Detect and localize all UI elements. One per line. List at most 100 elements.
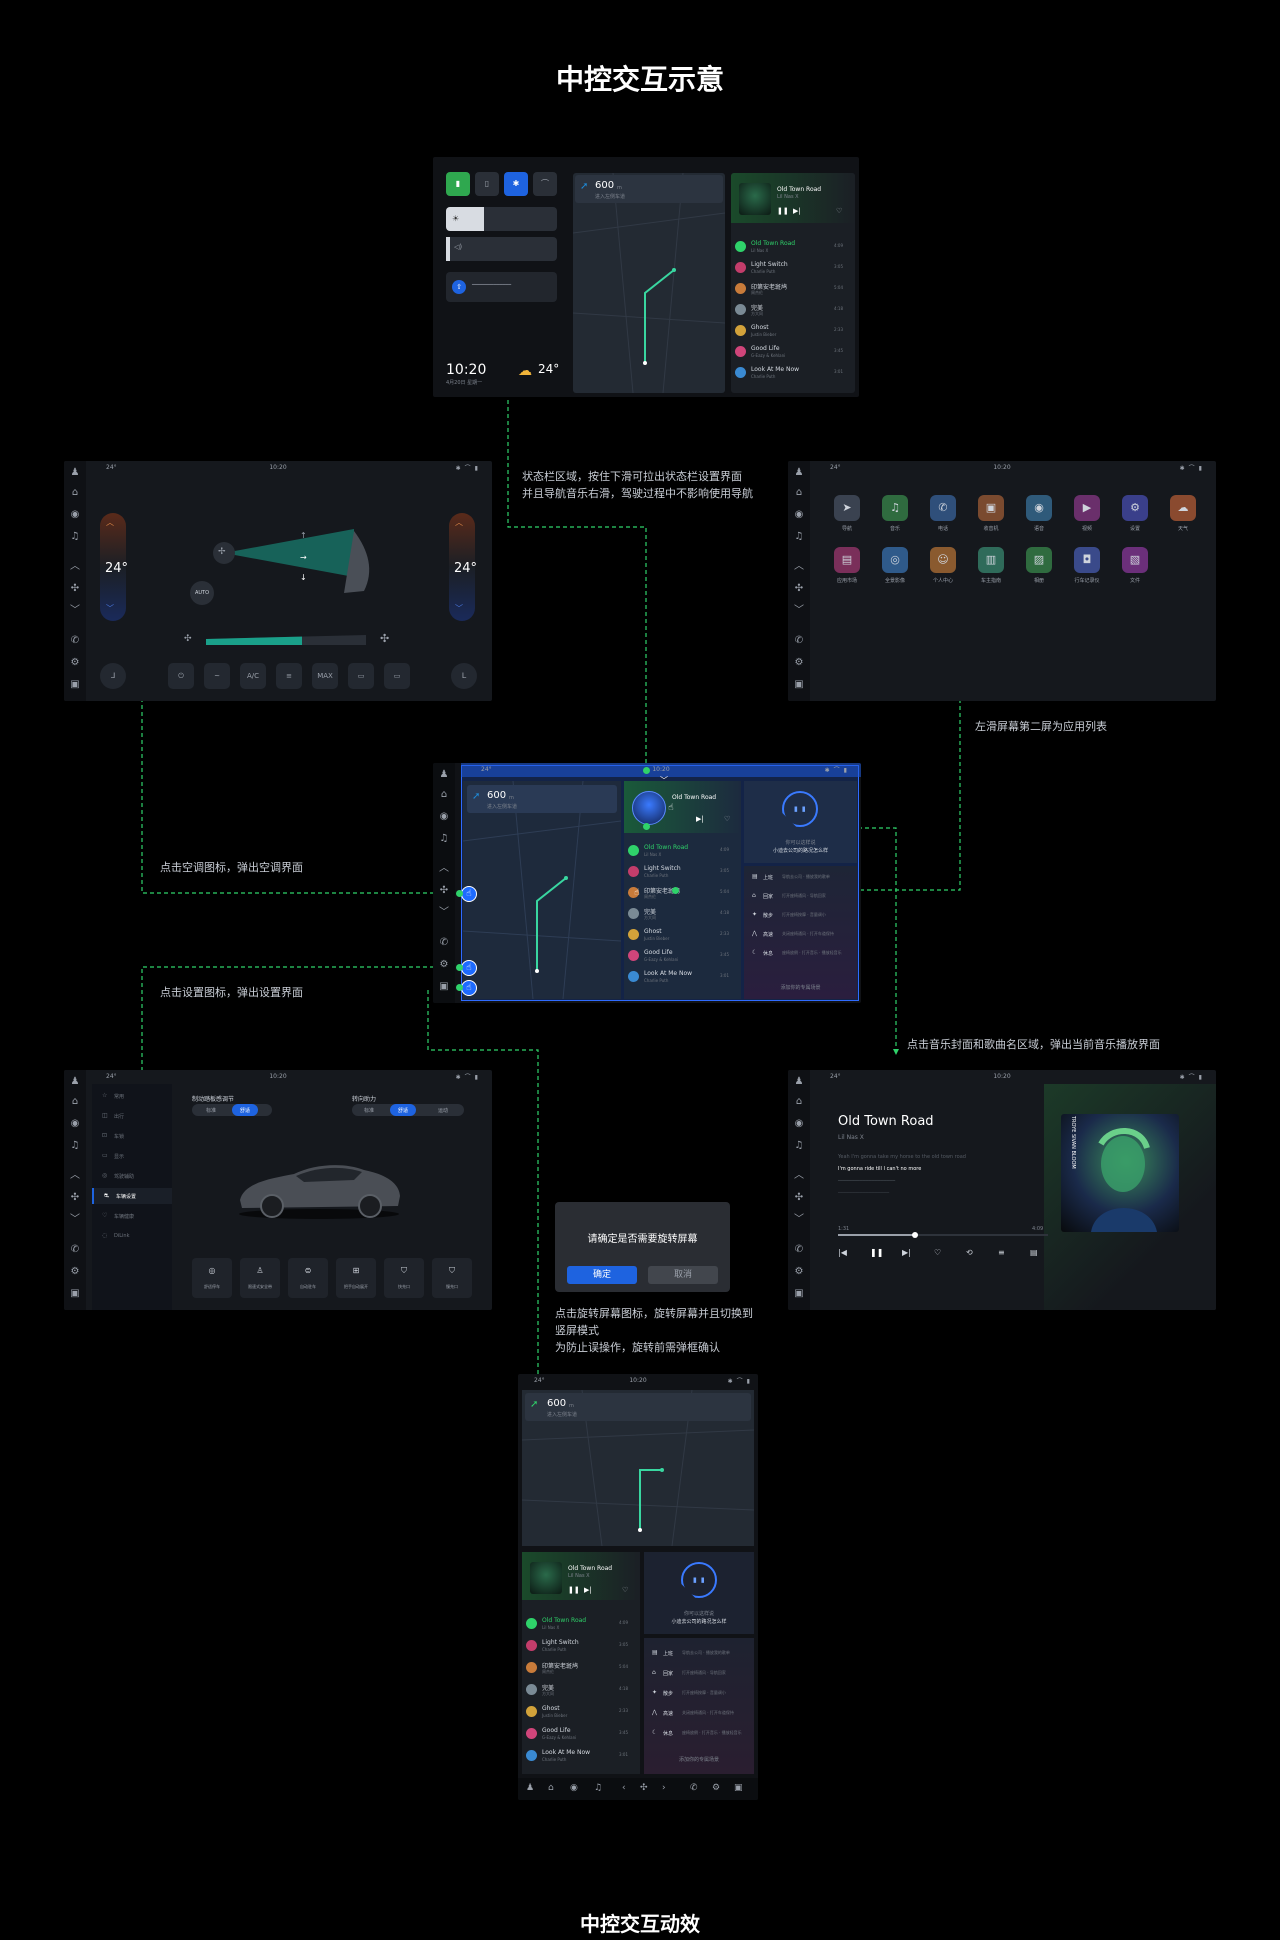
avatar[interactable]: ♟ xyxy=(439,769,449,780)
map-view[interactable]: ➚ 600 m 进入左侧车道 xyxy=(522,1390,754,1546)
pause-icon[interactable]: ❚❚ xyxy=(777,207,789,215)
voice-assistant-card[interactable]: ▮▮ 你可以这样说 小迪去公司的路况怎么样 xyxy=(644,1552,754,1634)
home-icon[interactable]: ⌂ xyxy=(71,487,79,498)
screen-button[interactable]: ▭ xyxy=(384,663,410,689)
nav-card[interactable]: ➚ 600 m 进入左侧车道 xyxy=(525,1393,751,1421)
scene-item[interactable]: ⌂回家打开座椅通风 · 导航回家 xyxy=(652,1668,758,1682)
temp-down-right-icon[interactable]: ﹀ xyxy=(455,604,463,613)
airflow-up-icon[interactable]: ↑ xyxy=(300,531,307,540)
album-cover[interactable] xyxy=(530,1562,562,1594)
phone-icon[interactable]: ✆ xyxy=(794,1244,804,1255)
app-icon-7[interactable]: ⚙ xyxy=(1122,495,1148,521)
app-icon-4[interactable]: ▣ xyxy=(978,495,1004,521)
app-icon-10[interactable]: ◎ xyxy=(882,547,908,573)
status-bar[interactable]: 24° 10:20 ✱⌒▮ xyxy=(64,461,492,475)
settings-menu-item[interactable]: ◎驾驶辅助 xyxy=(92,1168,172,1184)
scene-item[interactable]: ▤上班导航去公司 · 播放我的歌单 xyxy=(652,1648,758,1662)
chevron-left-icon[interactable]: ‹ xyxy=(622,1783,626,1793)
wifi-toggle[interactable]: ⌒ xyxy=(533,172,557,196)
temp-down-left-icon[interactable]: ﹀ xyxy=(106,604,114,613)
status-bar[interactable]: 24° 10:20 ✱⌒▮ xyxy=(518,1374,758,1388)
fan-icon[interactable]: ✣ xyxy=(70,583,80,594)
rear-defrost-button[interactable]: ≡ xyxy=(276,663,302,689)
avatar[interactable]: ♟ xyxy=(794,1076,804,1087)
music-icon[interactable]: ♫ xyxy=(439,833,449,844)
chevron-up-icon[interactable]: ︿ xyxy=(70,1170,80,1181)
music-icon[interactable]: ♫ xyxy=(70,1140,80,1151)
airflow-forward-icon[interactable]: → xyxy=(300,553,307,562)
home-icon[interactable]: ⌂ xyxy=(548,1783,554,1793)
phone-icon[interactable]: ✆ xyxy=(794,635,804,646)
brake-option-comfort[interactable]: 舒适 xyxy=(232,1104,259,1116)
nav-card[interactable]: ➚ 600 m 进入左侧车道 xyxy=(575,175,723,203)
next-icon[interactable]: ▶| xyxy=(793,207,801,215)
settings-menu-item[interactable]: ◌DiLink xyxy=(92,1228,172,1244)
chevron-down-icon[interactable]: ﹀ xyxy=(794,605,804,616)
settings-menu-item[interactable]: ♡车辆健康 xyxy=(92,1208,172,1224)
vent-icon[interactable]: ✢ xyxy=(218,547,226,557)
repeat-icon[interactable]: ⟲ xyxy=(966,1248,973,1257)
settings-menu-item[interactable]: ⊡车锁 xyxy=(92,1128,172,1144)
volume-slider[interactable]: ◁) xyxy=(446,237,557,261)
fan-icon[interactable]: ✣ xyxy=(640,1783,648,1793)
gear-icon[interactable]: ⚙ xyxy=(712,1783,721,1793)
settings-menu-item[interactable]: ◫出行 xyxy=(92,1108,172,1124)
gear-icon[interactable]: ⚙ xyxy=(794,657,804,668)
progress-bar[interactable] xyxy=(838,1232,1048,1238)
brake-option-standard[interactable]: 标准 xyxy=(206,1108,217,1114)
rotate-icon[interactable]: ▣ xyxy=(70,1288,80,1299)
add-scene-button[interactable]: 添加你的专属场景 xyxy=(780,985,821,991)
gear-icon[interactable]: ⚙ xyxy=(70,1266,80,1277)
settings-menu-item[interactable]: ☆常用 xyxy=(92,1088,172,1104)
chevron-up-icon[interactable]: ︿ xyxy=(794,1170,804,1181)
scene-item[interactable]: ☾休息座椅放倒 · 打开音乐 · 播放轻音乐 xyxy=(752,948,861,962)
heart-icon[interactable]: ♡ xyxy=(836,207,843,215)
front-defrost-button[interactable]: ▭ xyxy=(348,663,374,689)
power-button[interactable]: ⏻ xyxy=(168,663,194,689)
chevron-right-icon[interactable]: › xyxy=(662,1783,666,1793)
chevron-down-icon[interactable]: ﹀ xyxy=(70,605,80,616)
fan-icon[interactable]: ✣ xyxy=(794,583,804,594)
add-scene-button[interactable]: 添加你的专属场景 xyxy=(678,1757,719,1763)
cellular-toggle[interactable]: ▮ xyxy=(446,172,470,196)
app-icon-15[interactable]: ▧ xyxy=(1122,547,1148,573)
fan-low-icon[interactable]: ✣ xyxy=(184,634,192,644)
recirculation-button[interactable]: ~ xyxy=(204,663,230,689)
queue-icon[interactable]: ▤ xyxy=(1030,1248,1038,1257)
scene-item[interactable]: ⋀高速关闭座椅通风 · 打开车道保持 xyxy=(652,1708,758,1722)
rotate-icon[interactable]: ▣ xyxy=(794,679,804,690)
location-icon[interactable]: ◉ xyxy=(70,1118,80,1129)
next-icon[interactable]: ▶| xyxy=(584,1586,592,1594)
chevron-up-icon[interactable]: ︿ xyxy=(794,561,804,572)
phone-icon[interactable]: ✆ xyxy=(690,1783,698,1793)
scene-item[interactable]: ✦散步打开座椅按摩 · 音量调小 xyxy=(752,910,861,924)
app-icon-13[interactable]: ▨ xyxy=(1026,547,1052,573)
status-bar[interactable]: 24° 10:20 ✱⌒▮ xyxy=(64,1070,492,1084)
chevron-up-icon[interactable]: ︿ xyxy=(439,863,449,874)
confirm-button[interactable]: 确定 xyxy=(567,1266,637,1284)
temp-control-left[interactable] xyxy=(100,513,126,621)
music-icon[interactable]: ♫ xyxy=(70,531,80,542)
home-icon[interactable]: ⌂ xyxy=(71,1096,79,1107)
steering-option-sport[interactable]: 运动 xyxy=(438,1108,449,1114)
avatar[interactable]: ♟ xyxy=(526,1783,535,1793)
status-bar[interactable]: 24° 10:20 ✱⌒▮ xyxy=(788,461,1216,475)
max-defrost-button[interactable]: MAX xyxy=(312,663,338,689)
voice-assistant-card[interactable]: ▮▮ 你可以这样说 小迪去公司的路况怎么样 xyxy=(744,781,857,863)
bluetooth-toggle[interactable]: ✱ xyxy=(504,172,528,196)
fan-icon[interactable]: ✣ xyxy=(70,1192,80,1203)
location-icon[interactable]: ◉ xyxy=(794,1118,804,1129)
app-icon-12[interactable]: ▥ xyxy=(978,547,1004,573)
gear-icon[interactable]: ⚙ xyxy=(70,657,80,668)
